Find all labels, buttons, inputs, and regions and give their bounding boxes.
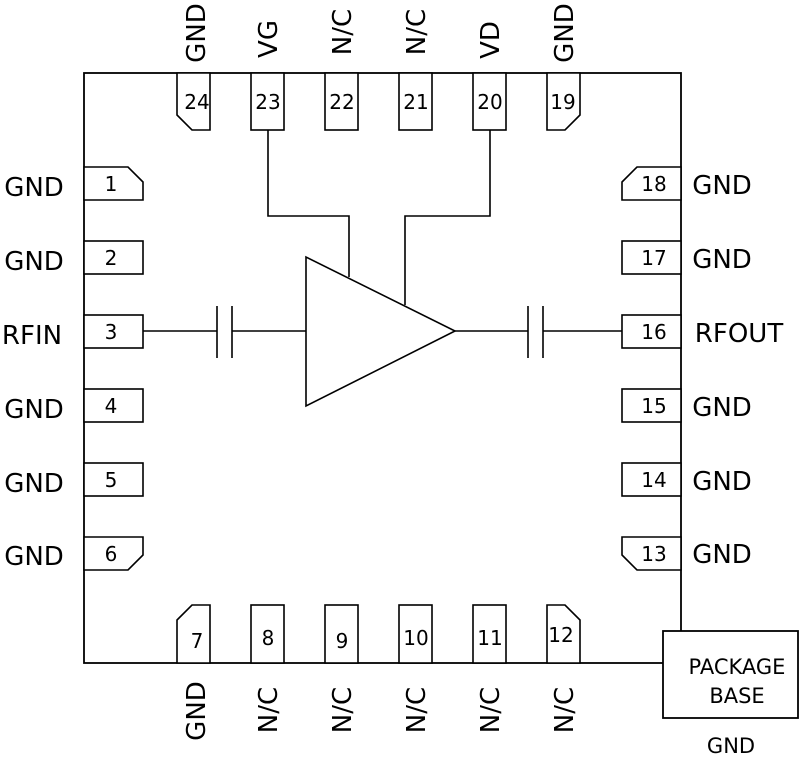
pin-16-name: RFOUT (695, 319, 784, 349)
pin-19-name: GND (550, 3, 580, 63)
pin-23-name: VG (254, 20, 284, 58)
pin-6-number: 6 (105, 542, 118, 566)
pin-24-name: GND (182, 3, 212, 63)
pin-8-name: N/C (254, 687, 284, 733)
pin-11-number: 11 (477, 626, 502, 650)
pin-6-pad (83, 536, 144, 571)
package-base-line2: BASE (709, 684, 764, 708)
pin-8-number: 8 (262, 626, 275, 650)
pin-21-pad (398, 72, 433, 131)
pin-17-pad (621, 240, 682, 275)
pin-5-number: 5 (105, 468, 118, 492)
pin-1-pad (83, 166, 144, 201)
pin-17-name: GND (692, 245, 752, 275)
pin-22-name: N/C (328, 9, 358, 55)
pin-19-pad (546, 72, 581, 131)
pin-13-pad (621, 536, 682, 571)
pin-7-number: 7 (191, 629, 204, 653)
pin-9-pad (324, 604, 359, 664)
pin-4-number: 4 (105, 394, 118, 418)
pin-21-number: 21 (403, 90, 428, 114)
pin-9-name: N/C (328, 687, 358, 733)
pin-1-name: GND (4, 173, 64, 203)
pin-7-pad (176, 604, 211, 664)
pin-18-pad (621, 166, 682, 201)
pin-8-pad (250, 604, 285, 664)
pin-10-pad (398, 604, 433, 664)
pin-23-pad (250, 72, 285, 131)
pin-3-number: 3 (105, 320, 118, 344)
pin-7-name: GND (182, 681, 212, 741)
pin-20-name: VD (476, 21, 506, 59)
pin-16-number: 16 (641, 320, 666, 344)
pin-16-pad (621, 314, 682, 349)
pin-12-pad (546, 604, 581, 664)
pin-23-number: 23 (255, 90, 280, 114)
pin-1-number: 1 (105, 172, 118, 196)
pin-14-number: 14 (641, 468, 666, 492)
pin-11-pad (472, 604, 507, 664)
amplifier-triangle (305, 255, 457, 408)
pin-2-pad (83, 240, 144, 275)
pin-18-name: GND (692, 171, 752, 201)
pin-20-pad (472, 72, 507, 131)
pin-5-pad (83, 462, 144, 497)
vd-bias-trace (404, 130, 491, 305)
pin-2-name: GND (4, 247, 64, 277)
pin-24-number: 24 (184, 90, 209, 114)
pin-13-name: GND (692, 540, 752, 570)
pin-9-number: 9 (336, 629, 349, 653)
pin-13-number: 13 (641, 542, 666, 566)
pin-4-name: GND (4, 395, 64, 425)
pin-5-name: GND (4, 469, 64, 499)
pin-2-number: 2 (105, 246, 118, 270)
pin-15-pad (621, 388, 682, 423)
vg-bias-trace (267, 130, 350, 277)
pin-10-name: N/C (402, 687, 432, 733)
pin-10-number: 10 (403, 626, 428, 650)
pin-15-number: 15 (641, 394, 666, 418)
pin-18-number: 18 (641, 172, 666, 196)
pin-14-name: GND (692, 467, 752, 497)
pin-4-pad (83, 388, 144, 423)
pin-19-number: 19 (550, 90, 575, 114)
pin-11-name: N/C (476, 687, 506, 733)
pin-15-name: GND (692, 393, 752, 423)
pin-3-name: RFIN (2, 321, 62, 351)
pin-6-name: GND (4, 542, 64, 572)
package-base-line1: PACKAGE (689, 655, 786, 679)
pin-22-number: 22 (329, 90, 354, 114)
pin-17-number: 17 (641, 246, 666, 270)
pin-20-number: 20 (477, 90, 502, 114)
pin-21-name: N/C (402, 9, 432, 55)
pin-14-pad (621, 462, 682, 497)
pin-22-pad (324, 72, 359, 131)
pin-24-pad (176, 72, 211, 131)
pin-3-pad (83, 314, 144, 349)
pin-12-number: 12 (548, 623, 573, 647)
package-base-label: GND (707, 734, 755, 758)
pin-12-name: N/C (550, 687, 580, 733)
package-base-tab (662, 630, 799, 719)
